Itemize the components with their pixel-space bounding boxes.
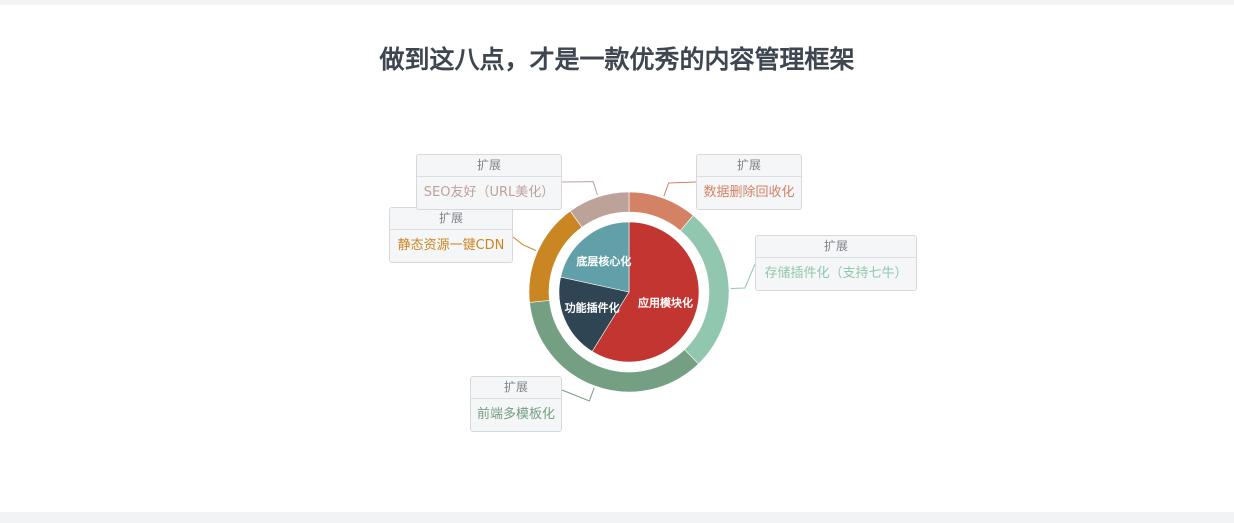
outer-slice-4[interactable] [569, 191, 630, 228]
leader-line-3 [512, 236, 537, 251]
inner-label-1: 功能插件化 [565, 301, 620, 315]
outer-label-box-0: 扩展数据删除回收化 [696, 154, 802, 210]
outer-label-header: 扩展 [417, 155, 561, 177]
inner-slice-0[interactable] [591, 221, 700, 363]
outer-label-text: 存储插件化（支持七牛） [764, 266, 908, 281]
leader-line-4 [561, 181, 598, 196]
outer-label-box-3: 扩展静态资源一键CDN [389, 207, 513, 263]
chart-title: 做到这八点，才是一款优秀的内容管理框架 [379, 45, 855, 74]
outer-label-header: 扩展 [697, 155, 801, 177]
inner-label-2: 底层核心化 [576, 254, 631, 268]
leader-line-0 [663, 181, 697, 197]
outer-label-text: 前端多模板化 [476, 407, 555, 422]
outer-label-header: 扩展 [756, 236, 916, 258]
inner-label-0: 应用模块化 [638, 295, 693, 309]
leader-line-2 [561, 387, 595, 402]
outer-label-box-2: 扩展前端多模板化 [470, 376, 562, 432]
outer-label-header: 扩展 [471, 377, 561, 399]
outer-label-box-4: 扩展 SEO友好（URL美化） [416, 154, 562, 210]
outer-label-text: SEO友好（URL美化） [423, 185, 555, 200]
outer-label-text: 数据删除回收化 [703, 185, 795, 200]
outer-label-header: 扩展 [390, 208, 512, 230]
inner-slice-1[interactable] [558, 276, 630, 352]
outer-label-text: 静态资源一键CDN [397, 238, 505, 253]
outer-label-box-1: 扩展存储插件化（支持七牛） [755, 235, 917, 291]
leader-line-1 [730, 263, 756, 289]
inner-slice-2[interactable] [560, 221, 630, 293]
